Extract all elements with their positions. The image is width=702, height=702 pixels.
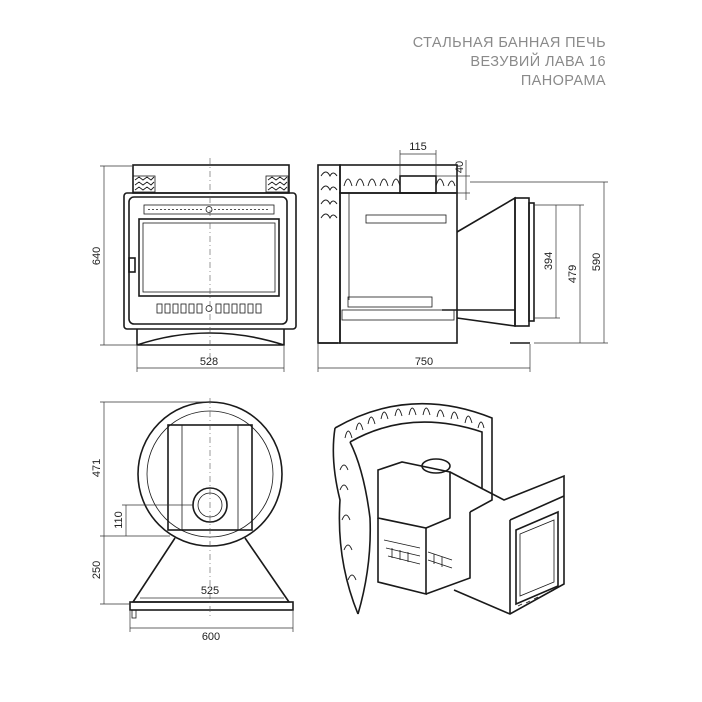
- side-view: 115 40 394 479 590: [317, 141, 608, 372]
- dim-394: 394: [534, 204, 560, 319]
- iso-grate-2: [427, 551, 453, 569]
- front-base: [136, 329, 285, 346]
- iso-door-edge: [509, 495, 565, 614]
- iso-rim-top: [334, 402, 493, 513]
- svg-text:590: 590: [591, 253, 603, 271]
- dim-front-height: 640: [91, 165, 136, 346]
- front-cage-right-pattern: [267, 176, 288, 191]
- front-glass: [138, 218, 280, 297]
- iso-door-vents: [517, 589, 555, 607]
- dim-590: 590: [470, 181, 608, 344]
- front-cage-left-pattern: [134, 176, 155, 191]
- svg-text:471: 471: [91, 459, 103, 477]
- svg-text:250: 250: [91, 561, 103, 579]
- dim-top-flue-offset: 110: [113, 504, 193, 536]
- front-top-strip: [143, 204, 275, 215]
- svg-text:528: 528: [200, 356, 218, 368]
- front-cage-left-grille: [132, 175, 156, 193]
- iso-flue: [421, 458, 451, 474]
- svg-text:394: 394: [543, 252, 555, 270]
- iso-side-pattern: [339, 464, 357, 581]
- iso-inner-rim: [349, 421, 483, 488]
- side-flame-pattern: [343, 178, 456, 187]
- title-line-3: ПАНОРАМА: [520, 73, 606, 89]
- svg-text:600: 600: [202, 631, 220, 643]
- iso-left-wall: [332, 427, 359, 615]
- side-tunnel: [456, 196, 516, 327]
- side-wall-pattern: [320, 171, 338, 220]
- iso-grate-1: [383, 539, 421, 565]
- front-view: 640 528: [91, 158, 297, 372]
- iso-flame-pattern: [344, 407, 485, 439]
- iso-firebox-top: [377, 461, 451, 529]
- svg-text:110: 110: [113, 511, 125, 529]
- side-ashpan: [341, 309, 455, 321]
- side-panorama-frame: [514, 197, 530, 327]
- svg-text:640: 640: [91, 247, 103, 265]
- front-door-handle[interactable]: [128, 257, 136, 273]
- side-outer-wall: [317, 164, 341, 344]
- iso-view: [332, 402, 565, 615]
- front-air-vents[interactable]: [156, 303, 262, 314]
- front-strip-center-dot: [205, 206, 213, 213]
- title-line-2: ВЕЗУВИЙ ЛАВА 16: [470, 54, 606, 70]
- iso-panorama-glass: [519, 519, 555, 597]
- title-block: СТАЛЬНАЯ БАННАЯ ПЕЧЬ ВЕЗУВИЙ ЛАВА 16 ПАН…: [413, 34, 606, 91]
- svg-text:40: 40: [454, 161, 466, 173]
- dim-front-width: 528: [136, 346, 285, 372]
- dim-top-outer-width: 600: [129, 611, 294, 643]
- iso-firebox-front: [377, 518, 427, 596]
- svg-text:115: 115: [409, 141, 427, 153]
- side-body: [339, 192, 458, 344]
- front-cage-right-grille: [265, 175, 289, 193]
- front-glass-inner: [142, 222, 276, 293]
- iso-firebox-side: [425, 512, 471, 595]
- svg-text:525: 525: [201, 585, 219, 597]
- top-view: 471 110 250 525 600: [91, 398, 294, 643]
- title-line-1: СТАЛЬНАЯ БАННАЯ ПЕЧЬ: [412, 35, 606, 51]
- side-grate-lower: [347, 296, 433, 308]
- top-front-frame: [129, 601, 294, 611]
- dim-top-inner-width: 525: [140, 585, 284, 599]
- svg-text:750: 750: [415, 356, 433, 368]
- front-door: [128, 196, 288, 325]
- dim-top-upper: 471: [91, 401, 210, 537]
- dim-chimney-height: 40: [436, 160, 470, 200]
- dim-side-length: 750: [317, 344, 531, 372]
- side-chimney-collar: [399, 175, 437, 194]
- dim-chimney-width: 115: [399, 141, 437, 176]
- side-panorama-door: [528, 202, 535, 322]
- svg-text:479: 479: [567, 265, 579, 283]
- iso-panorama-door: [515, 510, 559, 606]
- iso-tunnel: [449, 471, 565, 615]
- side-grate-upper: [365, 214, 447, 224]
- dim-479: 479: [534, 204, 584, 344]
- top-handle: [131, 609, 137, 619]
- dim-top-lower: 250: [91, 536, 130, 605]
- iso-left-inner: [349, 441, 372, 615]
